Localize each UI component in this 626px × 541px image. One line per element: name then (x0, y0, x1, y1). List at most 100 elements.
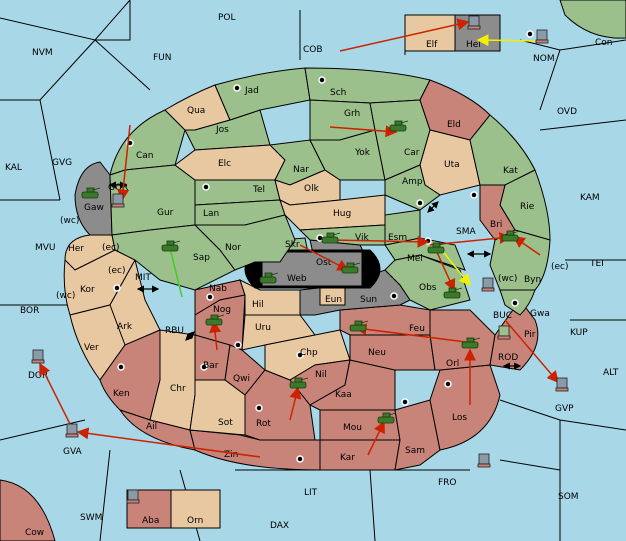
label-hil: Hil (252, 300, 264, 310)
label-sun: Sun (360, 295, 377, 305)
label-ec-her: (ec) (102, 243, 120, 253)
label-nab: Nab (209, 284, 227, 294)
label-ec-kor: (ec) (108, 266, 126, 276)
army-unit (321, 232, 341, 244)
territory-orl[interactable] (429, 309, 496, 371)
label-dor: DOR (28, 371, 48, 381)
label-nil: Nil (315, 370, 327, 380)
label-bri: Bri (490, 220, 502, 230)
territory-amp[interactable] (384, 164, 441, 211)
label-lit: LIT (304, 488, 318, 498)
label-eld: Eld (447, 120, 461, 130)
fleet-unit (126, 489, 140, 504)
label-rod: ROD (498, 353, 518, 363)
label-kar: Kar (340, 453, 355, 463)
label-fun: FUN (153, 53, 172, 63)
label-som: SOM (558, 492, 579, 502)
label-kal: KAL (5, 163, 22, 173)
label-nvm: NVM (32, 48, 53, 58)
label-mel: Mel (407, 254, 423, 264)
label-cow: Cow (25, 528, 44, 538)
territory-pir[interactable] (489, 299, 539, 371)
label-skr: Skr (285, 240, 300, 250)
label-gva: GVA (63, 447, 83, 457)
territory-jad[interactable] (214, 67, 311, 121)
territory-can[interactable] (109, 109, 186, 176)
label-sap: Sap (193, 253, 210, 263)
label-buc: BUC (493, 311, 512, 321)
label-aba: Aba (142, 516, 159, 526)
army-unit (389, 120, 409, 132)
label-rie: Rie (520, 202, 535, 212)
territory-nor[interactable] (193, 214, 296, 271)
fleet-units (31, 15, 569, 504)
territory-sap[interactable] (111, 224, 236, 291)
label-wc-gaw: (wc) (60, 216, 79, 226)
label-fro: FRO (438, 478, 457, 488)
label-chp: Chp (300, 348, 318, 358)
label-jad: Jad (244, 86, 259, 96)
territory-hug[interactable] (279, 194, 386, 231)
label-gaw: Gaw (84, 203, 104, 213)
sea-labels: POL NVM FUN COB NOM Con OVD KAL GVG KAM … (5, 13, 619, 538)
label-mit: MIT (135, 273, 151, 283)
label-kat: Kat (503, 166, 518, 176)
label-orl: Orl (446, 359, 459, 369)
label-esm: Esm (388, 233, 407, 243)
territory-kar[interactable] (319, 439, 401, 471)
label-qua: Qua (187, 106, 205, 116)
label-kor: Kor (80, 285, 95, 295)
label-pir: Pir (524, 330, 536, 340)
fleet-unit (31, 349, 45, 364)
label-byn: Byn (524, 275, 541, 285)
label-gur: Gur (157, 208, 174, 218)
label-zin: Zin (224, 450, 238, 460)
label-yok: Yok (354, 148, 371, 158)
label-hel: Hel (466, 40, 481, 50)
label-sam: Sam (405, 446, 425, 456)
label-ovd: OVD (557, 107, 577, 117)
fleet-unit (535, 29, 549, 44)
label-ver: Ver (84, 343, 99, 353)
label-amp: Amp (402, 177, 423, 187)
label-ken: Ken (113, 389, 130, 399)
label-rbu: RBU (165, 326, 184, 336)
label-grh: Grh (344, 109, 360, 119)
territory-elf[interactable] (404, 14, 456, 52)
label-nar: Nar (293, 165, 309, 175)
label-olk: Olk (304, 184, 320, 194)
army-unit (349, 320, 369, 332)
label-her: Her (68, 244, 84, 254)
territory-orn[interactable] (170, 489, 221, 529)
label-nor: Nor (225, 243, 241, 253)
label-vik: Vik (355, 233, 369, 243)
label-gvp: GVP (555, 404, 574, 414)
label-dax: DAX (270, 521, 289, 531)
fleet-unit (555, 377, 569, 392)
label-mou: Mou (343, 423, 362, 433)
order-arrows (39, 18, 559, 458)
label-los: Los (452, 413, 467, 423)
label-orn: Orn (187, 516, 203, 526)
label-uru: Uru (255, 323, 271, 333)
label-rot: Rot (256, 419, 271, 429)
label-nom: NOM (533, 54, 555, 64)
label-kaa: Kaa (335, 390, 352, 400)
label-feu: Feu (409, 324, 425, 334)
label-gvg: GVG (52, 158, 72, 168)
label-wc-kor: (wc) (56, 291, 75, 301)
army-unit (259, 272, 279, 284)
army-unit (161, 240, 181, 252)
label-bar: Bar (203, 361, 219, 371)
army-unit (461, 337, 481, 349)
label-wc-byn: (wc) (498, 274, 517, 284)
label-lan: Lan (203, 209, 219, 219)
label-elc: Elc (218, 159, 231, 169)
coast-labels: (wc) (ec) (ec) (wc) (wc) (ec) (56, 216, 569, 301)
army-unit (341, 262, 361, 274)
fleet-unit (467, 15, 481, 30)
label-sot: Sot (218, 418, 233, 428)
label-bor: BOR (20, 306, 39, 316)
